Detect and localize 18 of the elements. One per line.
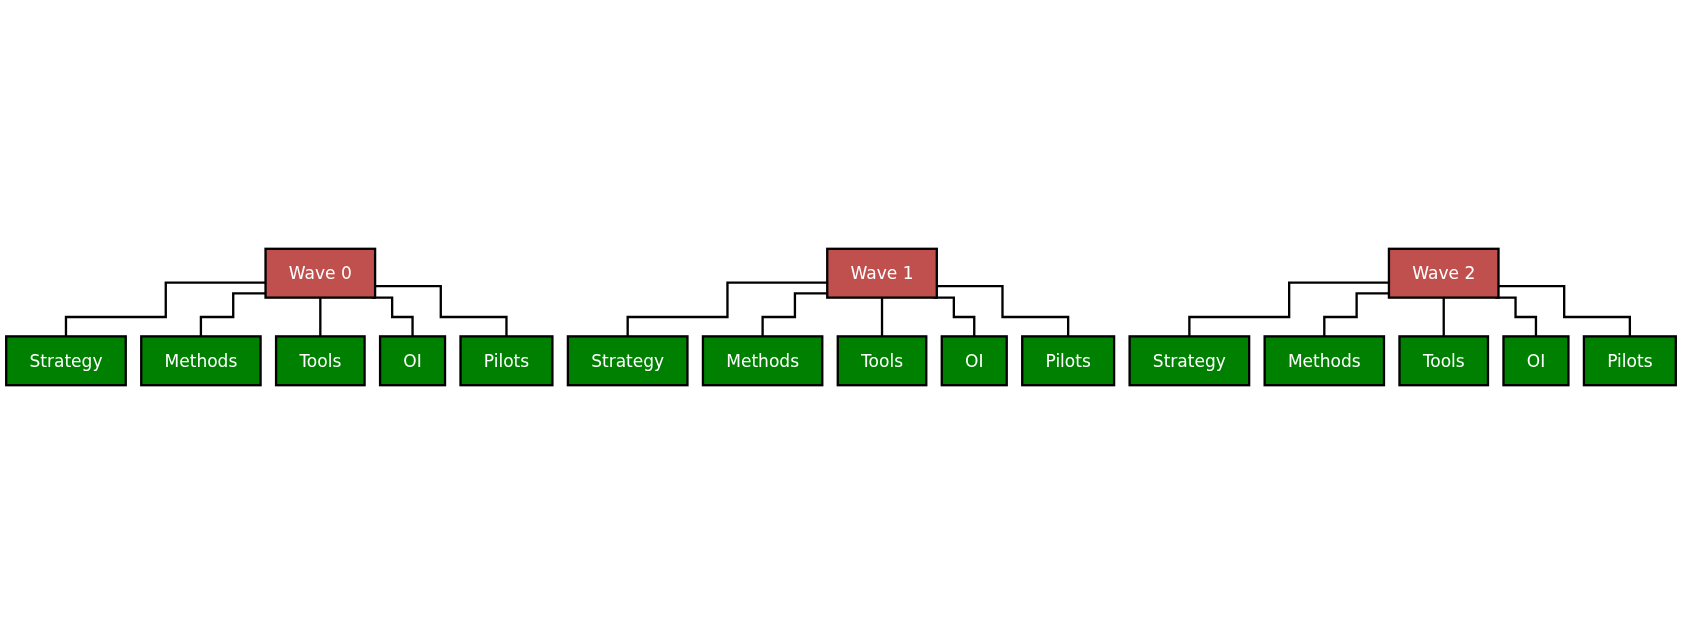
node-box: Tools xyxy=(836,335,928,387)
node-box: Methods xyxy=(1263,335,1386,387)
node-box: Pilots xyxy=(459,335,554,387)
node-box: Strategy xyxy=(1128,335,1251,387)
node-box: Strategy xyxy=(566,335,689,387)
node-box: Strategy xyxy=(5,335,127,387)
node-box: Pilots xyxy=(1021,335,1116,387)
node-box: Tools xyxy=(274,335,366,387)
node-box: Methods xyxy=(140,335,262,387)
node-box: Wave 1 xyxy=(826,247,938,299)
node-box: OI xyxy=(1502,335,1570,387)
node-box: Wave 2 xyxy=(1387,247,1500,299)
node-box: Tools xyxy=(1398,335,1490,387)
node-box: Pilots xyxy=(1582,335,1677,387)
node-box: OI xyxy=(378,335,447,387)
node-box: Methods xyxy=(701,335,824,387)
node-box: Wave 0 xyxy=(264,247,377,299)
node-box: OI xyxy=(940,335,1008,387)
